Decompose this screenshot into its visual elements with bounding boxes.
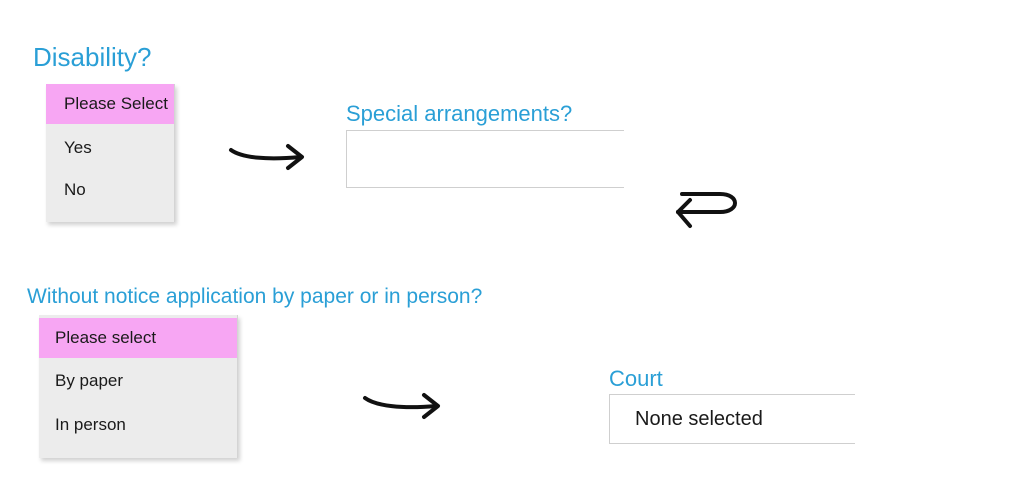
return-arrow-icon [676,192,737,228]
right-arrow-icon [363,393,440,419]
without-notice-dropdown[interactable]: Please select By paper In person [39,315,238,458]
court-select[interactable]: None selected [609,394,855,444]
disability-label: Disability? [33,42,152,72]
court-label: Court [609,366,663,391]
right-arrow-icon [229,144,304,170]
disability-option-yes[interactable]: Yes [64,138,92,157]
disability-dropdown[interactable]: Please Select Yes No [46,84,175,222]
special-arrangements-label: Special arrangements? [346,101,573,126]
special-arrangements-field[interactable] [346,130,624,188]
disability-option-please-select[interactable]: Please Select [46,84,174,124]
without-notice-label: Without notice application by paper or i… [27,285,483,308]
without-notice-option-please-select[interactable]: Please select [39,318,237,358]
disability-option-no[interactable]: No [64,180,86,199]
without-notice-option-in-person[interactable]: In person [55,415,126,434]
court-selected-value: None selected [635,408,763,430]
without-notice-option-by-paper[interactable]: By paper [55,371,124,390]
